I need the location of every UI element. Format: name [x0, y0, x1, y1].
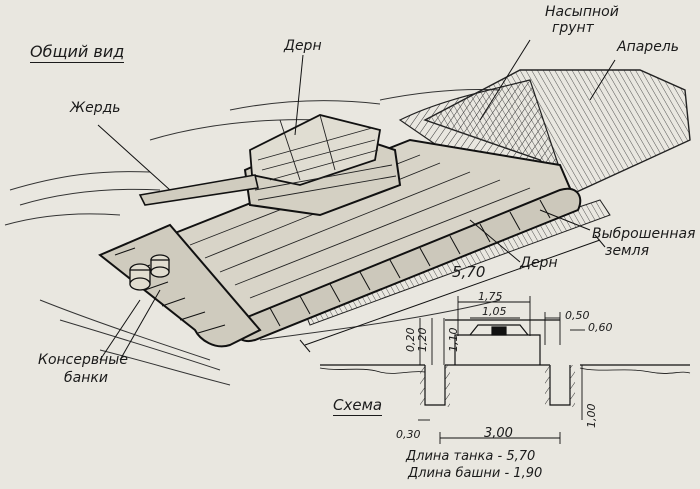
- terrain-lines: [4, 88, 501, 386]
- label-dern-side: Дерн: [520, 255, 558, 271]
- label-dern-top: Дерн: [284, 38, 322, 54]
- dim-120: 1,20: [416, 327, 429, 353]
- fill-mound: [398, 79, 561, 176]
- schema-hatching: [420, 365, 575, 407]
- leader-lines: [97, 39, 616, 361]
- track-left: [98, 223, 262, 348]
- dim-050: 0,50: [565, 309, 590, 322]
- main-title: Общий вид: [30, 42, 125, 63]
- dim-175: 1,75: [478, 290, 503, 303]
- schema-section: [319, 319, 691, 406]
- label-length: 5,70: [452, 263, 486, 281]
- dim-300: 3,00: [484, 426, 513, 441]
- conserve-cans: [129, 254, 170, 291]
- note-turret-length: Длина башни - 1,90: [408, 466, 543, 481]
- schema-dimension-lines: [418, 296, 585, 444]
- label-konservnye-2: банки: [64, 370, 108, 386]
- note-tank-length: Длина танка - 5,70: [406, 449, 536, 464]
- label-nasypnoy-2: грунт: [552, 20, 594, 36]
- label-vybroshennaya-2: земля: [605, 243, 649, 259]
- dim-100: 1,00: [585, 403, 598, 429]
- dim-060: 0,60: [588, 321, 613, 334]
- turret-sod-grid: [254, 114, 397, 201]
- track-right-links: [269, 199, 551, 327]
- label-aparel: Апарель: [617, 39, 680, 55]
- label-nasypnoy-1: Насыпной: [545, 4, 619, 20]
- dim-110: 1,10: [447, 327, 460, 353]
- dim-030: 0,30: [396, 428, 421, 441]
- schema-title: Схема: [333, 396, 383, 416]
- dim-105: 1,05: [482, 305, 507, 318]
- gun-barrel: [138, 174, 259, 206]
- label-vybroshennaya-1: Выброшенная: [592, 226, 696, 242]
- label-zherd: Жердь: [70, 100, 121, 116]
- label-konservnye-1: Консервные: [38, 352, 128, 368]
- length-dimension: [299, 234, 606, 353]
